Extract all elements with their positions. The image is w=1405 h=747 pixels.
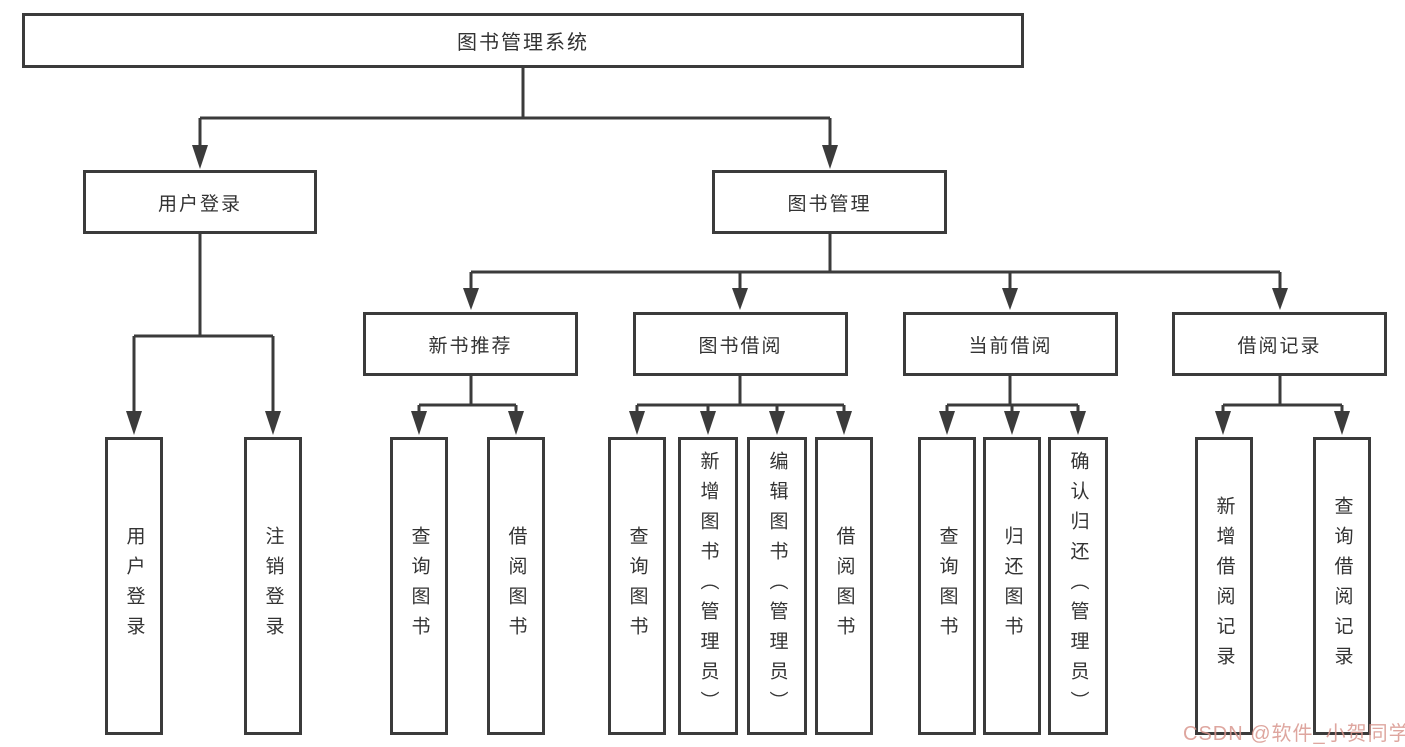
leaf-cb-query-books-label: 查询图书 [936, 526, 958, 646]
arrowhead-cb-leaf1 [939, 411, 955, 435]
leaf-cb-return-books: 归还图书 [983, 437, 1041, 735]
leaf-cb-return-books-label: 归还图书 [1001, 526, 1023, 646]
node-new-book-recommend-label: 新书推荐 [428, 335, 513, 357]
arrowhead-cb-leaf2 [1004, 411, 1020, 435]
leaf-br-query-record-label: 查询借阅记录 [1331, 496, 1353, 676]
arrowhead-new-book [463, 288, 479, 310]
leaf-bb-query-books-label: 查询图书 [626, 526, 648, 646]
leaf-bb-add-books-admin: 新增图书（管理员） [678, 437, 738, 735]
connector-arrowheads [126, 145, 1350, 435]
arrowhead-leaf-user-login [126, 411, 142, 435]
leaf-user-login-label: 用户登录 [123, 526, 145, 646]
node-user-login-label: 用户登录 [157, 193, 242, 215]
leaf-bb-edit-books-admin-label: 编辑图书（管理员） [766, 451, 788, 721]
leaf-br-add-record: 新增借阅记录 [1195, 437, 1253, 735]
leaf-bb-add-books-admin-label: 新增图书（管理员） [697, 451, 719, 721]
leaf-bb-edit-books-admin: 编辑图书（管理员） [747, 437, 807, 735]
arrowhead-current-borrow [1002, 288, 1018, 310]
arrowhead-nb-leaf2 [508, 411, 524, 435]
node-current-borrow: 当前借阅 [903, 312, 1118, 376]
node-root-label: 图书管理系统 [457, 32, 589, 54]
arrowhead-bb-leaf4 [836, 411, 852, 435]
leaf-user-login: 用户登录 [105, 437, 163, 735]
leaf-br-add-record-label: 新增借阅记录 [1213, 496, 1235, 676]
node-borrow-records-label: 借阅记录 [1237, 335, 1322, 357]
arrowhead-br-leaf2 [1334, 411, 1350, 435]
node-book-borrow-label: 图书借阅 [698, 335, 783, 357]
arrowhead-borrow-records [1272, 288, 1288, 310]
leaf-nb-query-books: 查询图书 [390, 437, 448, 735]
leaf-logout: 注销登录 [244, 437, 302, 735]
arrowhead-nb-leaf1 [411, 411, 427, 435]
csdn-watermark: CSDN @软件_小贺同学 [1183, 723, 1405, 745]
leaf-nb-borrow-books-label: 借阅图书 [505, 526, 527, 646]
leaf-cb-query-books: 查询图书 [918, 437, 976, 735]
arrowhead-bb-leaf1 [629, 411, 645, 435]
arrowhead-cb-leaf3 [1070, 411, 1086, 435]
node-current-borrow-label: 当前借阅 [968, 335, 1053, 357]
leaf-br-query-record: 查询借阅记录 [1313, 437, 1371, 735]
arrowhead-br-leaf1 [1215, 411, 1231, 435]
node-borrow-records: 借阅记录 [1172, 312, 1387, 376]
node-root-system: 图书管理系统 [22, 13, 1024, 68]
leaf-bb-query-books: 查询图书 [608, 437, 666, 735]
leaf-bb-borrow-books-label: 借阅图书 [833, 526, 855, 646]
node-user-login: 用户登录 [83, 170, 317, 234]
node-new-book-recommend: 新书推荐 [363, 312, 578, 376]
arrowhead-book-mgmt [822, 145, 838, 169]
leaf-cb-confirm-return-admin: 确认归还（管理员） [1048, 437, 1108, 735]
arrowhead-user-login [192, 145, 208, 169]
leaf-nb-query-books-label: 查询图书 [408, 526, 430, 646]
arrowhead-leaf-logout [265, 411, 281, 435]
arrowhead-bb-leaf3 [769, 411, 785, 435]
leaf-nb-borrow-books: 借阅图书 [487, 437, 545, 735]
arrowhead-bb-leaf2 [700, 411, 716, 435]
leaf-logout-label: 注销登录 [262, 526, 284, 646]
leaf-bb-borrow-books: 借阅图书 [815, 437, 873, 735]
node-book-mgmt-label: 图书管理 [787, 193, 872, 215]
node-book-borrow: 图书借阅 [633, 312, 848, 376]
node-book-mgmt: 图书管理 [712, 170, 947, 234]
leaf-cb-confirm-return-admin-label: 确认归还（管理员） [1067, 451, 1089, 721]
arrowhead-book-borrow [732, 288, 748, 310]
